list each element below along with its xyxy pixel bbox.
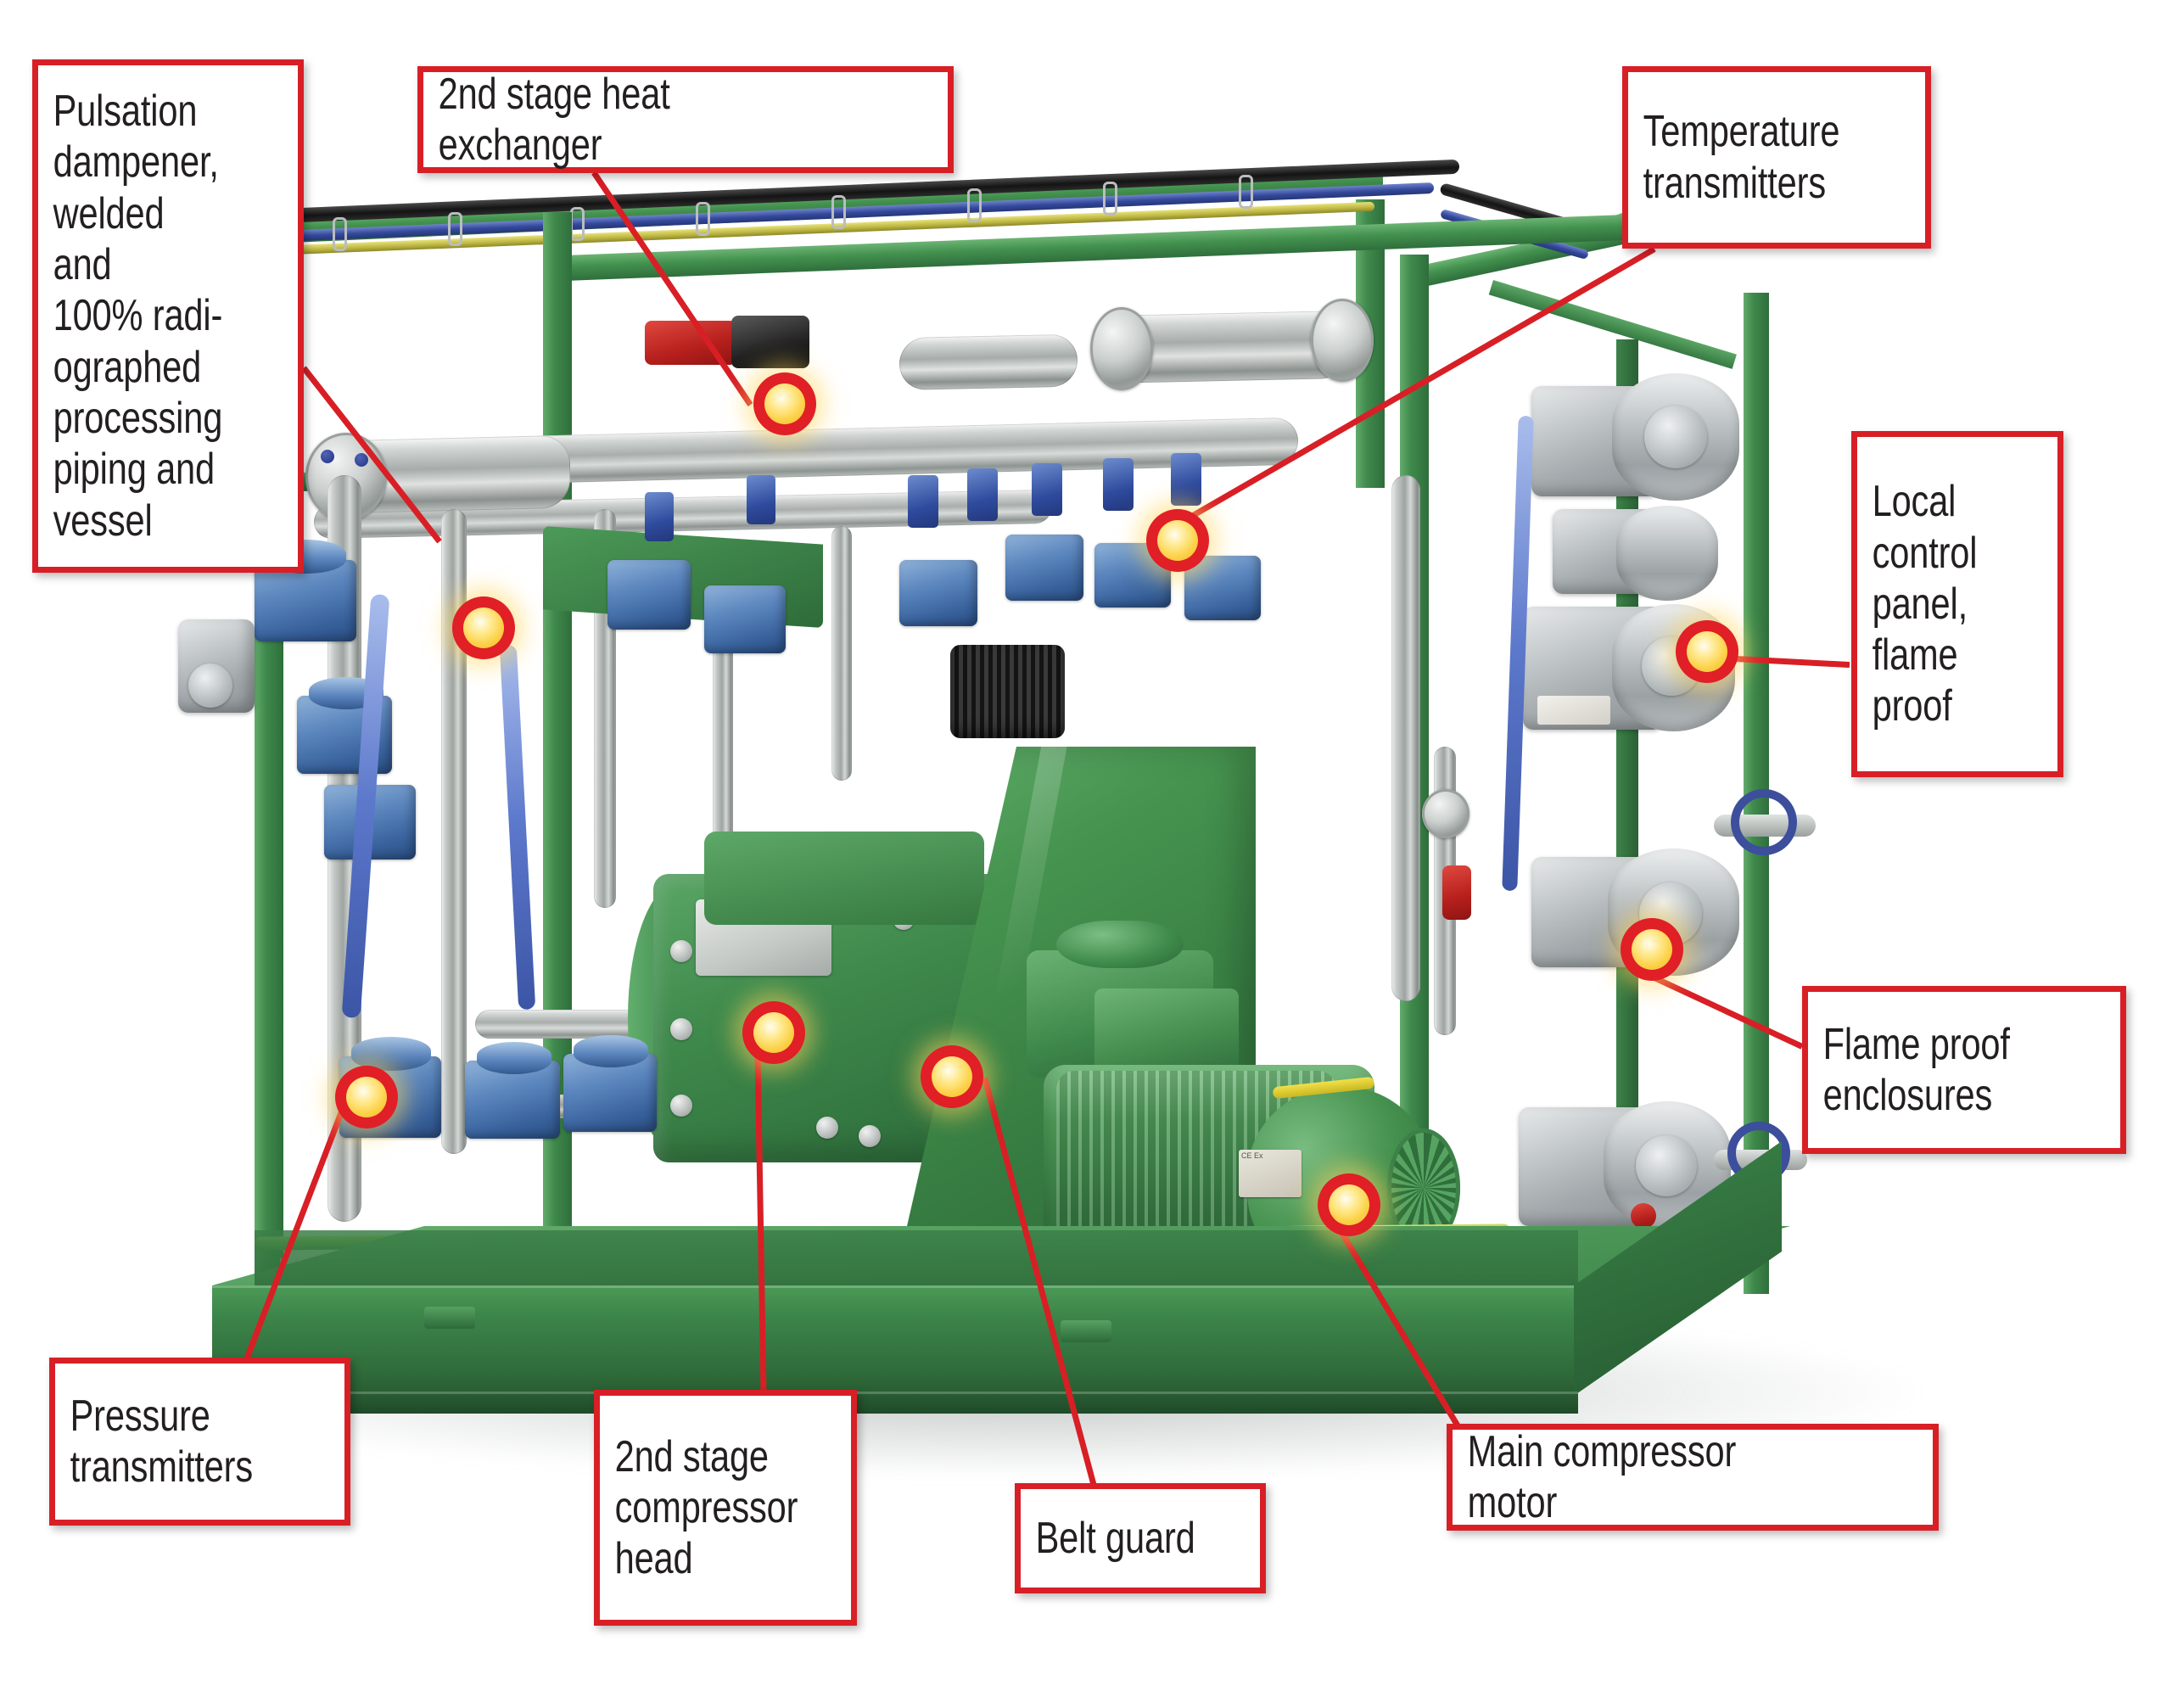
temperature-transmitter: [704, 585, 786, 653]
head-stud: [859, 1125, 881, 1147]
junction-box-port: [188, 664, 232, 708]
pedestal-cap: [1056, 921, 1184, 968]
transmitter-cap: [351, 1037, 431, 1071]
callout-temperature-transmitters[interactable]: Temperature transmitters: [1622, 66, 1931, 249]
valve-handle: [747, 475, 775, 524]
flange-bolt: [321, 450, 334, 463]
process-pipe-c: [831, 526, 852, 781]
callout-label-temperature-transmitters: Temperature transmitters: [1643, 107, 1840, 208]
transmitter-cap: [477, 1042, 551, 1074]
marker-glow-icon: [764, 384, 805, 424]
callout-label-local-control-panel: Local control panel, flame proof: [1872, 477, 1978, 731]
callout-label-pulsation-dampener: Pulsation dampener, welded and 100% radi…: [53, 87, 223, 546]
head-stud: [670, 1095, 692, 1117]
head-stud: [816, 1117, 838, 1139]
leader-line-pulsation-dampener: [301, 366, 442, 544]
marker-pressure-transmitters[interactable]: [335, 1066, 398, 1128]
marker-glow-icon: [753, 1012, 794, 1053]
callout-label-flame-proof-enclosures: Flame proof enclosures: [1822, 1019, 2010, 1120]
head-stud: [670, 940, 692, 962]
exchanger-flange-right: [1311, 299, 1374, 382]
valve-handle: [1103, 458, 1134, 511]
callout-local-control-panel[interactable]: Local control panel, flame proof: [1851, 431, 2063, 777]
marker-temperature-transmitters[interactable]: [1146, 509, 1209, 572]
head-stud: [670, 1018, 692, 1040]
cable-clamp: [1103, 182, 1117, 216]
leader-line-main-motor: [1325, 1208, 1463, 1431]
temperature-transmitter: [1184, 556, 1261, 620]
cable-clamp: [1239, 175, 1253, 209]
marker-glow-icon: [463, 608, 504, 648]
callout-label-belt-guard: Belt guard: [1035, 1513, 1195, 1563]
marker-pulsation-dampener[interactable]: [452, 596, 515, 659]
motor-nameplate: CE Ex: [1239, 1150, 1302, 1197]
marker-compressor-head[interactable]: [742, 1001, 805, 1064]
enclosure-drum-2: [1616, 506, 1718, 601]
callout-second-stage-compressor-head[interactable]: 2nd stage compressor head: [594, 1390, 857, 1626]
valve-handle: [908, 475, 938, 528]
valve-handle: [1032, 463, 1062, 516]
marker-glow-icon: [1157, 520, 1198, 561]
valve-handle: [1171, 453, 1201, 506]
lift-lug: [424, 1307, 475, 1329]
valve-handle: [967, 468, 998, 521]
callout-belt-guard[interactable]: Belt guard: [1015, 1483, 1266, 1593]
callout-main-compressor-motor[interactable]: Main compressor motor: [1447, 1424, 1939, 1531]
leader-line-temperature-transmitters: [1182, 246, 1656, 524]
leader-line-flame-proof-enclosures: [1647, 972, 1804, 1050]
cable-clamp: [831, 195, 846, 229]
enclosure-port-4: [1636, 1135, 1697, 1196]
marker-local-control-panel[interactable]: [1676, 620, 1738, 683]
leader-line-pressure-transmitters: [243, 1098, 350, 1362]
marker-glow-icon: [932, 1056, 972, 1097]
marker-belt-guard[interactable]: [921, 1045, 983, 1108]
callout-label-main-compressor-motor: Main compressor motor: [1467, 1426, 1737, 1527]
lift-lug: [1061, 1320, 1111, 1342]
leader-line-belt-guard: [982, 1077, 1098, 1489]
marker-heat-exchanger[interactable]: [753, 372, 816, 435]
enclosure-port-1: [1644, 406, 1707, 468]
cable-clamp: [967, 188, 982, 222]
marker-glow-icon: [1687, 631, 1727, 672]
right-pipe-flange: [1422, 789, 1469, 838]
cable-clamp: [333, 217, 347, 251]
marker-glow-icon: [1329, 1184, 1369, 1225]
callout-label-second-stage-heat-exchanger: 2nd stage heat exchanger: [438, 69, 670, 170]
control-panel-label: [1537, 696, 1610, 725]
callout-second-stage-heat-exchanger[interactable]: 2nd stage heat exchanger: [417, 66, 954, 173]
enclosure-red-plug: [1631, 1203, 1656, 1229]
callout-label-second-stage-compressor-head: 2nd stage compressor head: [614, 1431, 798, 1584]
valve-handle: [645, 492, 674, 541]
leader-line-heat-exchanger: [591, 171, 753, 407]
temperature-transmitter: [899, 560, 977, 626]
callout-flame-proof-enclosures[interactable]: Flame proof enclosures: [1802, 986, 2126, 1154]
pressure-transmitter: [255, 560, 356, 641]
leader-line-compressor-head: [753, 1029, 767, 1395]
right-valve-actuator: [1442, 865, 1471, 920]
exchanger-flange-left: [1090, 307, 1153, 390]
marker-flame-proof-enclosures[interactable]: [1621, 918, 1683, 981]
black-valve-actuator: [731, 316, 809, 368]
callout-label-pressure-transmitters: Pressure transmitters: [70, 1391, 254, 1492]
callout-pulsation-dampener[interactable]: Pulsation dampener, welded and 100% radi…: [32, 59, 304, 573]
skid-base-front: [212, 1285, 1578, 1400]
temperature-transmitter: [1005, 535, 1083, 601]
right-handwheel: [1731, 789, 1797, 855]
marker-main-compressor-motor[interactable]: [1318, 1173, 1380, 1236]
filter-housing: [950, 645, 1065, 738]
riser-pipe-right: [1391, 475, 1420, 1001]
skid-base-foot: [212, 1392, 1578, 1414]
transmitter-cap: [574, 1035, 648, 1067]
motor-terminal-box: [1094, 988, 1239, 1078]
compressor-crankcase: [704, 832, 984, 925]
temperature-transmitter: [607, 560, 691, 630]
marker-glow-icon: [1632, 929, 1672, 970]
cable-clamp: [696, 202, 710, 236]
callout-pressure-transmitters[interactable]: Pressure transmitters: [49, 1358, 350, 1526]
marker-glow-icon: [346, 1077, 387, 1117]
cable-clamp: [448, 212, 462, 246]
flange-bolt: [355, 453, 368, 467]
